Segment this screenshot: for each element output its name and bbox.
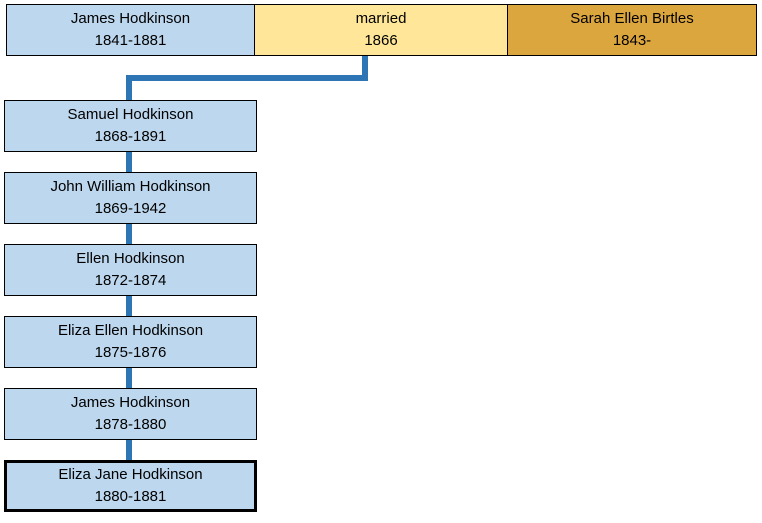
connector-drop-to-children [126, 78, 132, 100]
person-name: Eliza Jane Hodkinson [58, 466, 203, 483]
person-dates: 1872-1874 [94, 272, 167, 289]
connector-sibling [126, 152, 132, 172]
person-box-father: James Hodkinson 1841-1881 [6, 4, 255, 56]
person-dates: 1875-1876 [94, 344, 167, 361]
person-name: Samuel Hodkinson [67, 106, 194, 123]
marriage-box: married 1866 [254, 4, 508, 56]
person-dates: 1843- [612, 32, 652, 49]
connector-sibling [126, 224, 132, 244]
connector-marriage-drop [362, 56, 368, 81]
person-name: James Hodkinson [70, 10, 191, 27]
connector-sibling [126, 440, 132, 460]
marriage-year: 1866 [364, 32, 398, 49]
person-dates: 1841-1881 [94, 32, 167, 49]
person-dates: 1869-1942 [94, 200, 167, 217]
person-box-mother: Sarah Ellen Birtles 1843- [507, 4, 757, 56]
person-box-child: Eliza Ellen Hodkinson 1875-1876 [4, 316, 257, 368]
person-box-child: James Hodkinson 1878-1880 [4, 388, 257, 440]
person-box-child: Ellen Hodkinson 1872-1874 [4, 244, 257, 296]
connector-elbow-horizontal [126, 75, 368, 81]
person-dates: 1880-1881 [94, 488, 167, 505]
person-name: Eliza Ellen Hodkinson [57, 322, 204, 339]
connector-sibling [126, 296, 132, 316]
person-name: John William Hodkinson [50, 178, 211, 195]
person-name: Ellen Hodkinson [76, 250, 185, 267]
marriage-label: married [355, 10, 407, 27]
person-box-child: Samuel Hodkinson 1868-1891 [4, 100, 257, 152]
connector-sibling [126, 368, 132, 388]
person-name: Sarah Ellen Birtles [570, 10, 694, 27]
person-name: James Hodkinson [70, 394, 191, 411]
person-box-child: John William Hodkinson 1869-1942 [4, 172, 257, 224]
person-dates: 1878-1880 [94, 416, 167, 433]
person-box-child-highlighted: Eliza Jane Hodkinson 1880-1881 [4, 460, 257, 512]
person-dates: 1868-1891 [94, 128, 167, 145]
